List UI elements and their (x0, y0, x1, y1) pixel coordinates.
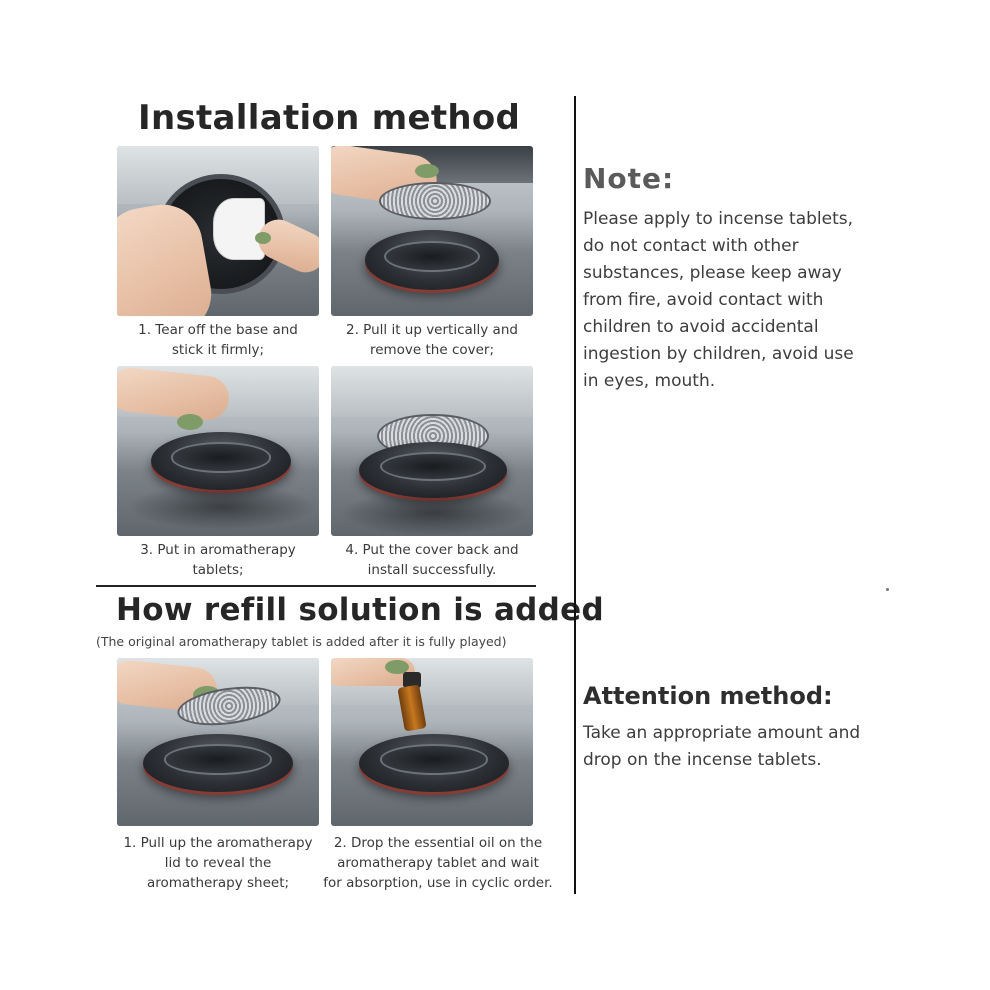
step-3-photo (117, 366, 319, 536)
refill-step-2-caption: 2. Drop the essential oil on the aromath… (323, 835, 553, 891)
refill-subtitle: (The original aromatherapy tablet is add… (96, 634, 507, 649)
step-3-caption: 3. Put in aromatherapy tablets; (140, 542, 296, 578)
note-title: Note: (583, 162, 675, 195)
installation-title: Installation method (138, 98, 521, 138)
refill-step-1-caption: 1. Pull up the aromatherapy lid to revea… (123, 835, 313, 891)
note-text: Please apply to incense tablets, do not … (583, 209, 854, 391)
refill-step-2-photo (331, 658, 533, 826)
step-1-photo (117, 146, 319, 316)
attention-title: Attention method: (583, 682, 833, 710)
attention-text: Take an appropriate amount and drop on t… (583, 723, 861, 770)
speck (886, 588, 889, 591)
refill-step-1-photo (117, 658, 319, 826)
step-2-photo (331, 146, 533, 316)
column-divider (574, 96, 576, 894)
step-2-caption: 2. Pull it up vertically and remove the … (346, 322, 518, 358)
step-1-caption: 1. Tear off the base and stick it firmly… (138, 322, 298, 358)
refill-title: How refill solution is added (116, 592, 604, 628)
step-4-caption: 4. Put the cover back and install succes… (345, 542, 519, 578)
step-4-photo (331, 366, 533, 536)
section-divider (96, 585, 536, 587)
